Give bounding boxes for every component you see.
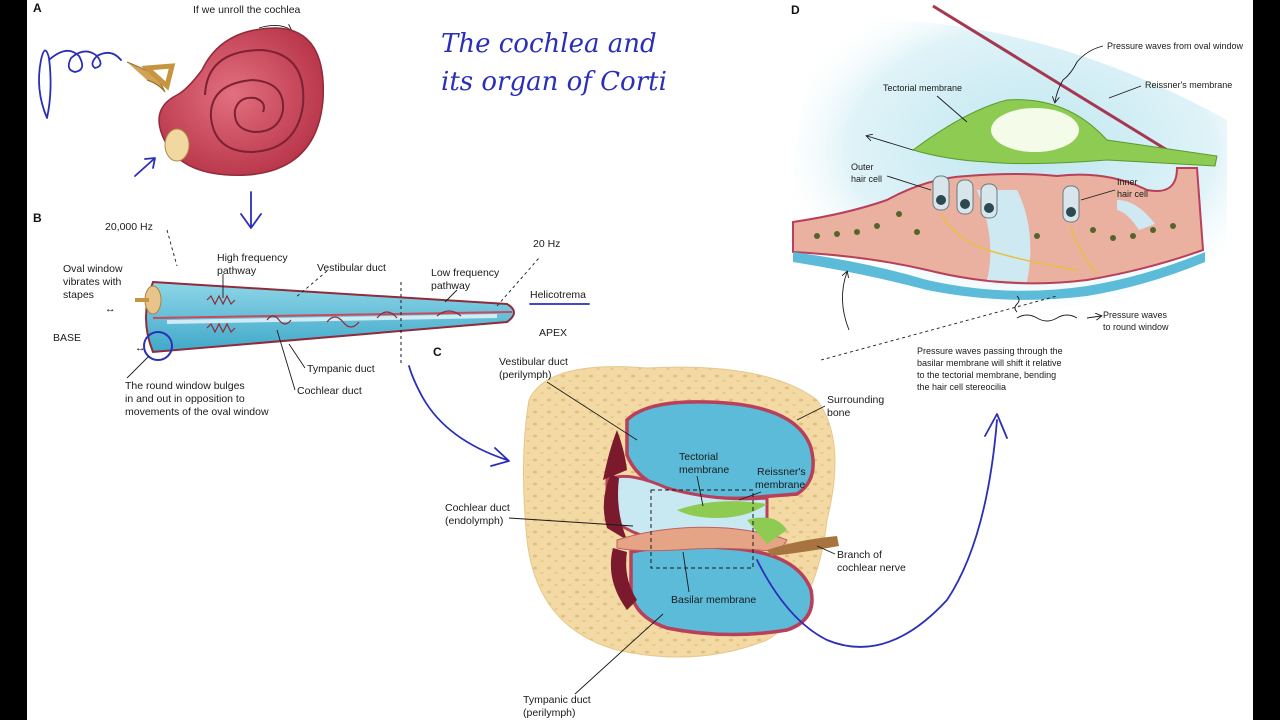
panel-b-letter: B — [33, 211, 42, 225]
label-d-note-2: basilar membrane will shift it relative — [917, 358, 1062, 368]
label-c-vestibular-2: (perilymph) — [499, 369, 552, 381]
label-cochlear-duct: Cochlear duct — [297, 385, 362, 397]
leader-lines-b2 — [222, 274, 458, 303]
label-c-basilar: Basilar membrane — [671, 594, 756, 606]
label-20000hz: 20,000 Hz — [105, 221, 153, 233]
label-oval-2: vibrates with — [63, 276, 122, 288]
leader-c-vestibular — [546, 381, 638, 441]
label-d-outer-1: Outer — [851, 162, 874, 172]
oval-window-arrow-ink — [134, 157, 156, 177]
arrow-d-shear — [867, 136, 914, 151]
label-d-note-4: the hair cell stereocilia — [917, 382, 1006, 392]
label-c-reissner-2: membrane — [755, 479, 805, 491]
label-20hz: 20 Hz — [533, 238, 560, 250]
label-base: BASE — [53, 332, 81, 344]
label-high-freq-1: High frequency — [217, 252, 288, 264]
down-arrow-ink — [240, 191, 262, 229]
unrolled-scribble — [38, 49, 122, 119]
label-round-2: in and out in opposition to — [125, 393, 245, 405]
handwritten-title-2: its organ of Corti — [441, 67, 667, 97]
ink-arrow-to-c — [408, 365, 510, 467]
diagram-svg: A If we unroll the cochlea B 20,000 Hz 2… — [33, 1, 1244, 719]
label-c-tectorial-1: Tectorial — [679, 451, 718, 463]
leader-c-branch — [816, 545, 836, 555]
label-d-inner-1: Inner — [1117, 177, 1138, 187]
leader-lines-b3 — [276, 329, 306, 391]
label-d-reissner: Reissner's membrane — [1145, 80, 1232, 90]
dashed-projection-line — [820, 295, 1058, 361]
panel-c-letter: C — [433, 345, 442, 359]
label-c-tectorial-2: membrane — [679, 464, 729, 476]
label-oval-3: stapes — [63, 289, 94, 301]
leader-c-basilar — [682, 551, 690, 593]
label-c-branch-2: cochlear nerve — [837, 562, 906, 574]
leader-c-tectorial — [696, 475, 704, 507]
leader-c-reissner — [738, 491, 762, 501]
panel-a-letter: A — [33, 1, 42, 15]
leader-c-cochlear — [508, 517, 634, 527]
unrolled-cochlea-cone — [135, 280, 515, 366]
panel-a-caption: If we unroll the cochlea — [193, 4, 301, 16]
label-c-tympanic-2: (perilymph) — [523, 707, 576, 719]
label-c-tympanic-1: Tympanic duct — [523, 694, 591, 706]
label-d-outer-2: hair cell — [851, 174, 882, 184]
cross-section — [522, 366, 839, 658]
double-arrow-round: ↔ — [135, 342, 146, 354]
label-d-inner-2: hair cell — [1117, 189, 1148, 199]
leader-bone — [796, 405, 826, 421]
label-d-round-1: Pressure waves — [1103, 310, 1168, 320]
arrow-d-pressure — [1055, 45, 1104, 102]
cochlea-snail — [126, 27, 325, 176]
wave-d-round — [1014, 295, 1078, 322]
label-c-cochlear-2: (endolymph) — [445, 515, 503, 527]
label-round-1: The round window bulges — [125, 380, 245, 392]
arrow-d-round — [1086, 316, 1101, 318]
handwritten-title-1: The cochlea and — [441, 29, 657, 59]
label-oval-1: Oval window — [63, 263, 123, 275]
label-c-cochlear-1: Cochlear duct — [445, 502, 510, 514]
label-apex: APEX — [539, 327, 567, 339]
label-high-freq-2: pathway — [217, 265, 257, 277]
label-d-tectorial: Tectorial membrane — [883, 83, 962, 93]
label-d-round-2: to round window — [1103, 322, 1169, 332]
label-c-vestibular-1: Vestibular duct — [499, 356, 568, 368]
label-tympanic-duct: Tympanic duct — [307, 363, 375, 375]
ink-arrow-to-d — [756, 413, 1008, 648]
label-low-freq-2: pathway — [431, 280, 471, 292]
panel-d-letter: D — [791, 3, 800, 17]
arrow-d-up — [842, 272, 850, 331]
double-arrow-oval: ↔ — [105, 303, 116, 315]
leader-c-tympanic — [574, 613, 664, 695]
label-d-pressure-oval: Pressure waves from oval window — [1107, 41, 1244, 51]
diagram-canvas: A If we unroll the cochlea B 20,000 Hz 2… — [27, 0, 1253, 720]
unroll-arrow — [258, 25, 291, 30]
leader-d-reissner — [1108, 85, 1142, 99]
leader-d-outer — [886, 175, 932, 191]
label-helicotrema: Helicotrema — [530, 289, 586, 301]
organ-of-corti-detail — [792, 4, 1227, 309]
label-bone-1: Surrounding — [827, 394, 884, 406]
label-c-branch-1: Branch of — [837, 549, 882, 561]
label-round-3: movements of the oval window — [125, 406, 269, 418]
label-low-freq-1: Low frequency — [431, 267, 500, 279]
label-d-note-3: to the tectorial membrane, bending — [917, 370, 1056, 380]
label-c-reissner-1: Reissner's — [757, 466, 806, 478]
label-d-note-1: Pressure waves passing through the — [917, 346, 1063, 356]
leader-d-tectorial — [936, 95, 968, 123]
label-bone-2: bone — [827, 407, 851, 419]
leader-d-inner — [1080, 189, 1116, 201]
leader-round-window — [126, 355, 150, 379]
leader-lines-b — [166, 229, 540, 307]
label-vestibular-duct: Vestibular duct — [317, 262, 386, 274]
